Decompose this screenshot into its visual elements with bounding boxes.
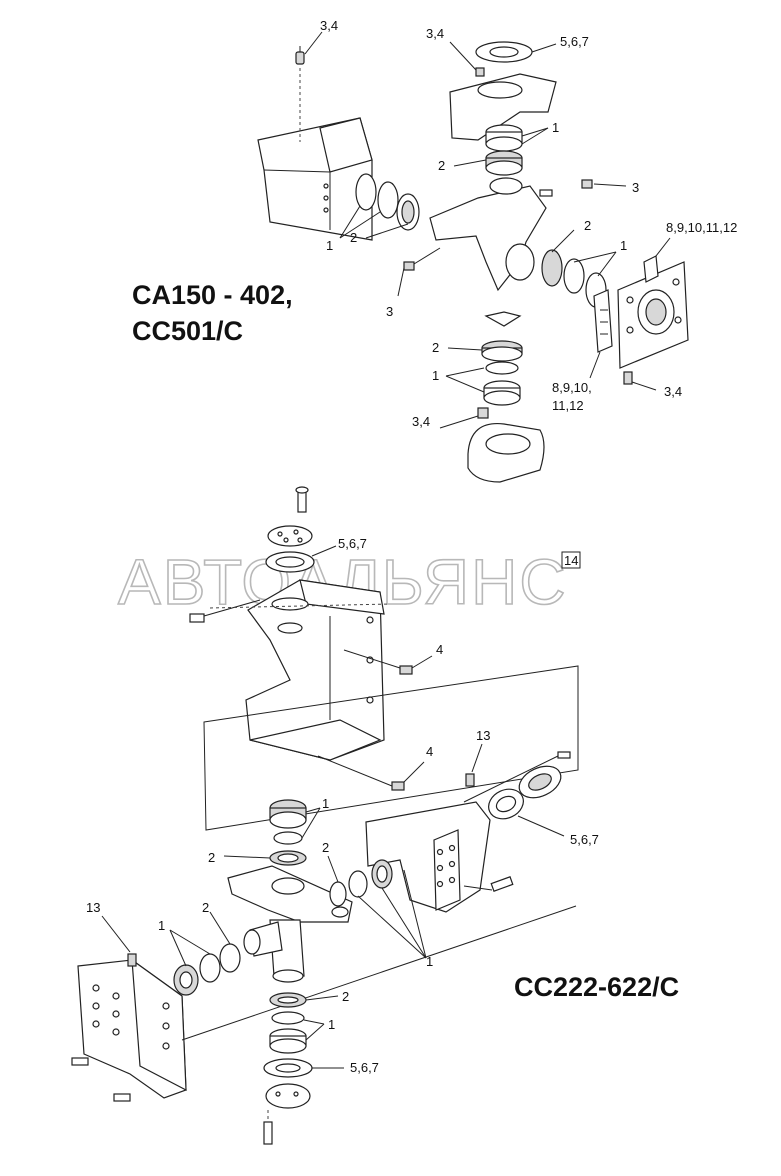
callout-label: 2 xyxy=(342,989,349,1004)
top-bearing-stack xyxy=(485,124,523,176)
callout-label: 4 xyxy=(426,744,433,759)
cover-plate-right xyxy=(488,765,562,820)
callout-label: 1 xyxy=(432,368,439,383)
steering-knuckle xyxy=(429,177,553,292)
top-frame-bracket xyxy=(257,117,373,241)
page-number: 14 xyxy=(564,553,578,568)
bolt-icon xyxy=(71,1057,89,1066)
callout-label: 11,12 xyxy=(552,398,584,413)
callout-label: 1 xyxy=(158,918,165,933)
callout-label: 5,6,7 xyxy=(560,34,589,49)
bottom-steering-knuckle xyxy=(227,865,353,983)
right-frame-bracket xyxy=(365,801,491,913)
callout-label: 3,4 xyxy=(426,26,444,41)
assembly-outline xyxy=(203,665,579,831)
bottom-assembly: 14 xyxy=(71,486,679,1145)
grease-nipple-icon xyxy=(477,407,489,419)
callout-label: 5,6,7 xyxy=(570,832,599,847)
model-label-line-1: CA150 - 402, xyxy=(132,280,293,310)
cap-plate xyxy=(267,525,313,547)
lower-bearing-stack xyxy=(263,992,313,1109)
callout-label: 3,4 xyxy=(320,18,338,33)
bolt-icon xyxy=(263,1121,273,1145)
callout-label: 8,9,10, xyxy=(552,380,592,395)
model-label-line-2: CC501/C xyxy=(132,316,243,346)
left-bearing-stack xyxy=(173,943,241,996)
callout-label: 2 xyxy=(322,840,329,855)
right-bearing-stack xyxy=(329,859,393,907)
bolt-icon xyxy=(490,876,514,892)
grease-nipple-icon xyxy=(399,665,413,675)
shim-pack xyxy=(593,289,613,353)
lower-bearing-stack xyxy=(481,311,523,406)
callout-label: 1 xyxy=(426,954,433,969)
callout-label: 1 xyxy=(328,1017,335,1032)
callout-label: 1 xyxy=(620,238,627,253)
callout-label: 2 xyxy=(438,158,445,173)
callout-label: 2 xyxy=(584,218,591,233)
grease-nipple-icon xyxy=(391,781,405,791)
callout-label: 1 xyxy=(326,238,333,253)
upper-bracket-casting xyxy=(245,579,385,761)
callout-label: 2 xyxy=(350,230,357,245)
mounting-plate-right xyxy=(617,255,689,369)
bolt-icon xyxy=(113,1093,131,1102)
grease-fitting-icon xyxy=(581,179,593,189)
model-label-bottom: CC222-622/C xyxy=(514,972,679,1002)
callout-label: 13 xyxy=(86,900,100,915)
grease-fitting-icon xyxy=(403,261,415,271)
callout-label: 5,6,7 xyxy=(350,1060,379,1075)
callout-label: 3,4 xyxy=(412,414,430,429)
left-bearing-stack xyxy=(355,173,420,231)
callout-label: 5,6,7 xyxy=(338,536,367,551)
grease-nipple-icon xyxy=(465,773,475,787)
callout-label: 4 xyxy=(436,642,443,657)
callout-label: 3 xyxy=(386,304,393,319)
center-bearing-stack xyxy=(269,799,307,866)
callout-label: 3,4 xyxy=(664,384,682,399)
grease-nipple-icon xyxy=(623,371,633,385)
grease-nipple-icon xyxy=(475,67,485,77)
page-number-box xyxy=(561,551,581,569)
bolt-icon xyxy=(557,751,571,759)
callout-label: 2 xyxy=(432,340,439,355)
callout-label: 3 xyxy=(632,180,639,195)
bolt-icon xyxy=(189,613,205,623)
callout-label: 1 xyxy=(552,120,559,135)
callout-label: 1 xyxy=(322,796,329,811)
upper-knuckle-arm xyxy=(449,73,557,141)
right-bearing-stack xyxy=(541,249,607,308)
callout-label: 8,9,10,11,12 xyxy=(666,220,737,235)
callout-label: 13 xyxy=(476,728,490,743)
callout-label: 2 xyxy=(208,850,215,865)
top-assembly: 3,4 3,4 5,6,7 1 2 3 8,9,10,11,12 1 2 3 2… xyxy=(132,18,737,483)
grease-nipple-icon xyxy=(295,46,305,65)
grease-nipple-icon xyxy=(127,953,137,967)
mounting-plate-left xyxy=(77,958,187,1099)
callout-label: 2 xyxy=(202,900,209,915)
